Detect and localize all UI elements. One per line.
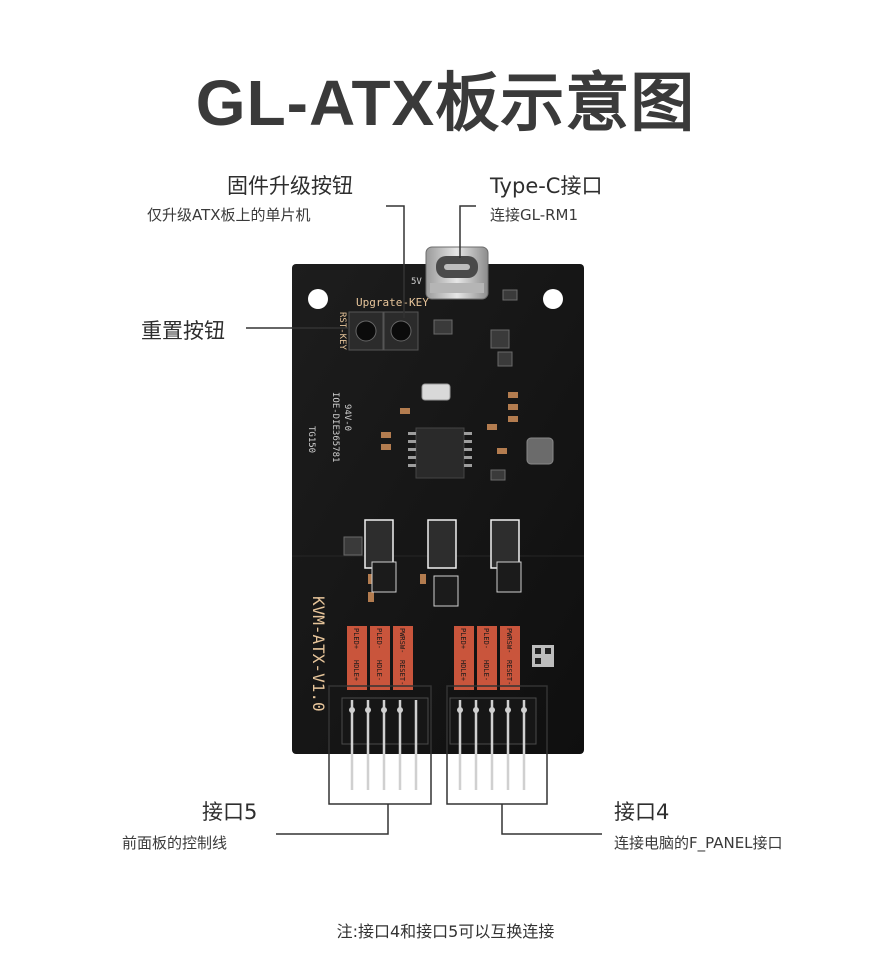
svg-text:PLED+: PLED+ [352,628,360,649]
typec-connector-icon [425,246,489,300]
port4-label: 接口4 [614,800,670,824]
svg-text:RESET-: RESET- [398,660,406,685]
mounting-hole [543,289,563,309]
typec-port-desc: 连接GL-RM1 [490,206,579,224]
inductor [526,437,554,465]
silk-5v: 5V [411,277,422,287]
pin-label-block-left [347,626,413,690]
svg-text:PWRSW-: PWRSW- [505,628,513,653]
reset-button-icon [348,311,384,351]
svg-text:PLED+: PLED+ [459,628,467,649]
svg-text:RESET-: RESET- [505,660,513,685]
silk-upgrade-key: Upgrate-KEY [356,296,429,309]
silk-rst-key: RST-KEY [337,312,347,351]
upgrade-button-label: 固件升级按钮 [227,174,353,198]
svg-text:HDLE+: HDLE+ [459,660,467,681]
pcb-board [292,264,584,754]
mounting-hole [308,289,328,309]
page-title: GL-ATX板示意图 [195,67,696,139]
optocoupler [364,519,520,569]
svg-text:PLED-: PLED- [482,628,490,649]
svg-text:HDLE+: HDLE+ [352,660,360,681]
svg-text:PLED-: PLED- [375,628,383,649]
crystal [421,383,451,401]
typec-port-label: Type-C接口 [490,174,603,198]
upgrade-button-icon [383,311,419,351]
qr-code [532,645,554,667]
reset-button-label: 重置按钮 [141,319,225,343]
footnote: 注:接口4和接口5可以互换连接 [336,922,555,941]
callout-lines [246,205,602,835]
pin-label-block-right [454,626,520,690]
port5-desc: 前面板的控制线 [122,834,228,852]
port4-desc: 连接电脑的F_PANEL接口 [614,834,783,852]
board-model-label: KVM-ATX-V1.0 [309,596,328,712]
silk-cert-id: IOE-DIE365781 [330,392,340,462]
silk-cert-rating: 94V-0 [342,404,352,431]
main-chip [415,427,465,479]
silk-cert-tg: TG150 [306,426,316,453]
port5-label: 接口5 [202,800,258,824]
upgrade-button-desc: 仅升级ATX板上的单片机 [147,206,311,224]
svg-text:HDLE-: HDLE- [375,660,383,681]
svg-text:PWRSW-: PWRSW- [398,628,406,653]
svg-text:HDLE-: HDLE- [482,660,490,681]
